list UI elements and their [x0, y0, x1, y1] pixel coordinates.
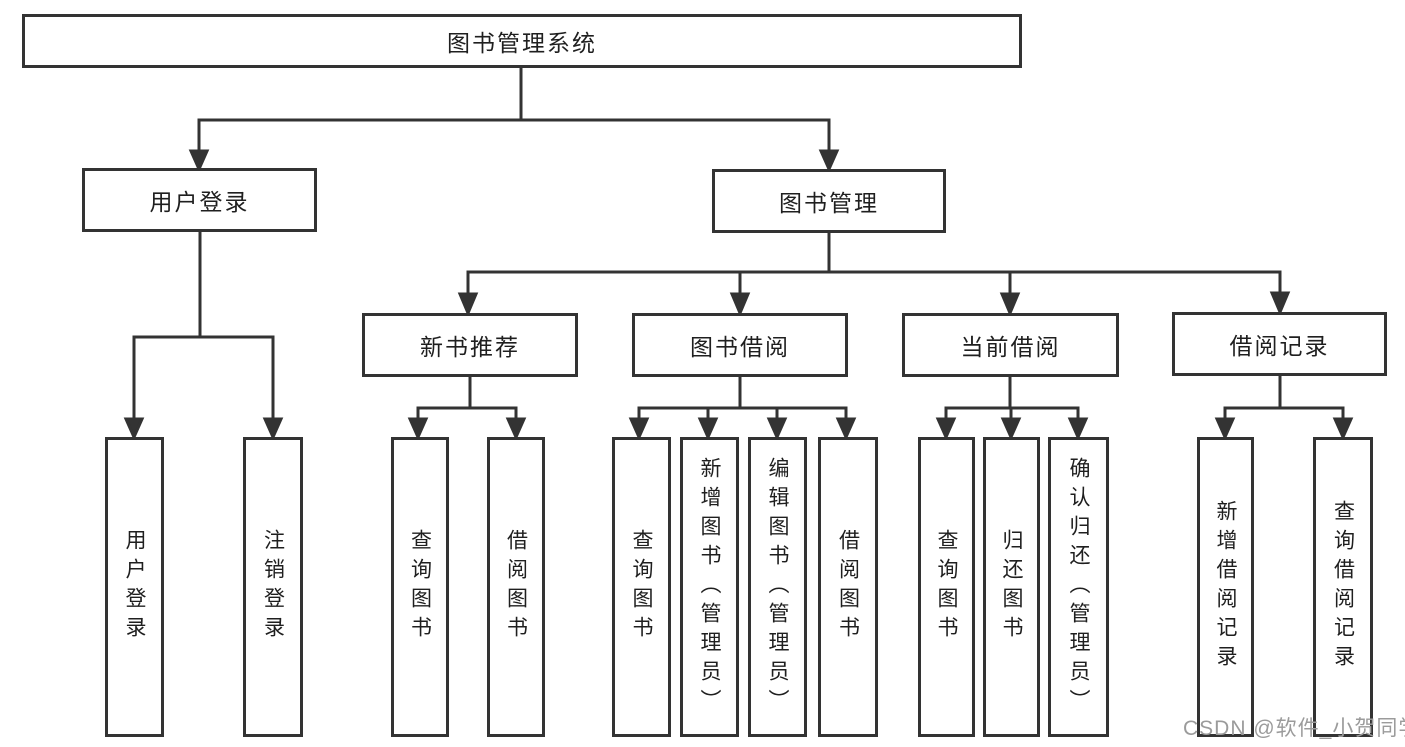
- node-root-system: 图书管理系统: [22, 14, 1022, 68]
- leaf-user-login: 用户登录: [105, 437, 164, 737]
- node-root-system-label: 图书管理系统: [447, 30, 597, 56]
- leaf-recommend-borrow-books: 借阅图书: [487, 437, 545, 737]
- leaf-query-borrow-record: 查询借阅记录: [1313, 437, 1373, 737]
- leaf-user-login-label: 用户登录: [123, 529, 146, 645]
- leaf-return-books: 归还图书: [983, 437, 1040, 737]
- node-book-management-label: 图书管理: [779, 190, 879, 216]
- node-user-login-label: 用户登录: [149, 189, 250, 215]
- edge-book-management-to-level3: [457, 233, 1291, 317]
- leaf-logout: 注销登录: [243, 437, 303, 737]
- node-book-borrowing-label: 图书借阅: [690, 334, 790, 360]
- node-user-login: 用户登录: [82, 168, 317, 232]
- node-book-management: 图书管理: [712, 169, 946, 233]
- leaf-recommend-query-books: 查询图书: [391, 437, 449, 737]
- leaf-edit-books-admin-label: 编辑图书（管理员）: [766, 456, 789, 718]
- leaf-borrowing-borrow-books: 借阅图书: [818, 437, 878, 737]
- edge-borrowing-records-to-leaves: [1214, 376, 1354, 441]
- leaf-current-query-books: 查询图书: [918, 437, 975, 737]
- leaf-add-borrow-record: 新增借阅记录: [1197, 437, 1254, 737]
- edge-current-borrowing-to-leaves: [935, 377, 1089, 441]
- edge-new-book-recommend-to-leaves: [407, 377, 527, 441]
- leaf-add-borrow-record-label: 新增借阅记录: [1214, 500, 1237, 674]
- node-borrowing-records: 借阅记录: [1172, 312, 1387, 376]
- leaf-add-books-admin: 新增图书（管理员）: [680, 437, 739, 737]
- edge-user-login-to-leaves: [123, 232, 284, 441]
- csdn-watermark: CSDN @软件_小贺同学: [1183, 717, 1405, 740]
- leaf-borrowing-query-books-label: 查询图书: [630, 529, 653, 645]
- leaf-logout-label: 注销登录: [261, 529, 285, 645]
- leaf-borrowing-query-books: 查询图书: [612, 437, 671, 737]
- node-new-book-recommend: 新书推荐: [362, 313, 578, 377]
- edge-book-borrowing-to-leaves: [628, 377, 857, 441]
- leaf-current-query-books-label: 查询图书: [935, 529, 958, 645]
- leaf-confirm-return-admin-label: 确认归还（管理员）: [1067, 456, 1090, 718]
- leaf-edit-books-admin: 编辑图书（管理员）: [748, 437, 807, 737]
- leaf-recommend-query-books-label: 查询图书: [408, 529, 432, 645]
- node-current-borrowing: 当前借阅: [902, 313, 1119, 377]
- leaf-add-books-admin-label: 新增图书（管理员）: [698, 456, 721, 718]
- leaf-return-books-label: 归还图书: [1000, 529, 1023, 645]
- leaf-recommend-borrow-books-label: 借阅图书: [504, 529, 528, 645]
- node-current-borrowing-label: 当前借阅: [960, 334, 1061, 360]
- node-book-borrowing: 图书借阅: [632, 313, 848, 377]
- edge-root-to-level2: [188, 68, 840, 173]
- leaf-confirm-return-admin: 确认归还（管理员）: [1048, 437, 1109, 737]
- node-new-book-recommend-label: 新书推荐: [420, 334, 520, 360]
- leaf-borrowing-borrow-books-label: 借阅图书: [836, 529, 860, 645]
- node-borrowing-records-label: 借阅记录: [1229, 333, 1330, 359]
- leaf-query-borrow-record-label: 查询借阅记录: [1331, 500, 1355, 674]
